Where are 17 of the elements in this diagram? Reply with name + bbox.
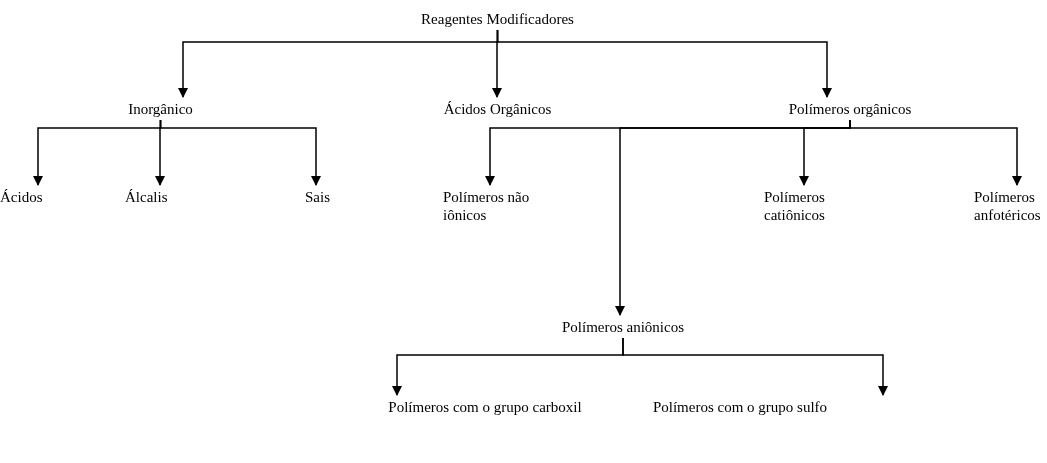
arrow [159,119,321,186]
category-label: Ácidos Orgânicos [442,100,553,118]
category-label: Polímeros catiônicos [764,188,826,224]
category-label: Sais [305,188,331,206]
category-label: Reagentes Modificadores [420,10,575,28]
category-label: Ácidos [0,188,44,206]
category-label: Polímeros com o grupo sulfo [651,398,829,416]
category-label: Álcalis [125,188,169,206]
arrow [496,29,832,98]
category-label: Inorgânico [127,100,194,118]
category-label: Polímeros não iônicos [443,188,531,224]
category-label: Polímeros com o grupo carboxil [387,398,583,416]
arrow [615,119,851,316]
category-label: Polímeros anfotéricos [974,188,1042,224]
arrow [622,337,888,396]
category-label: Polímeros aniônicos [560,318,686,336]
category-label: Polímeros orgânicos [787,100,913,118]
